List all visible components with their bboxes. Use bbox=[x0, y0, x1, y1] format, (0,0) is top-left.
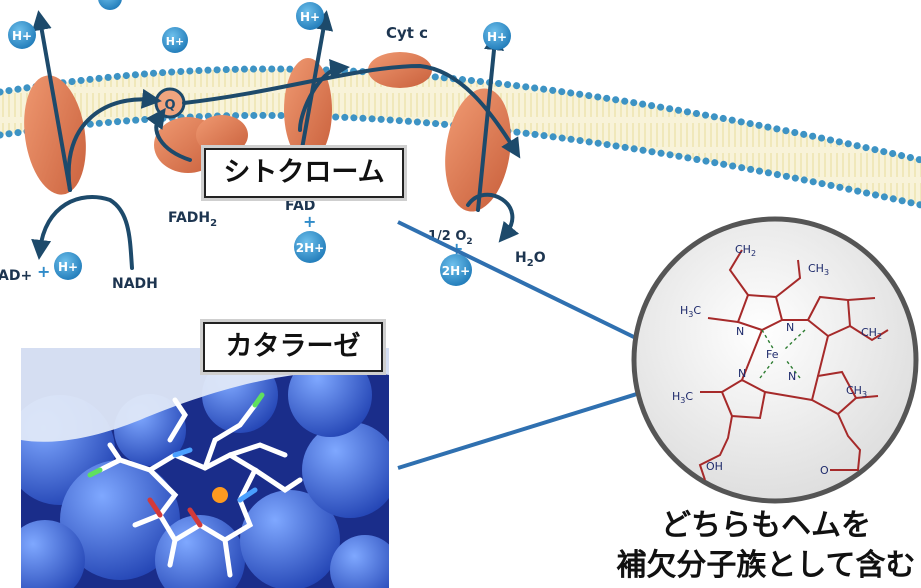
o-label: O bbox=[820, 464, 829, 477]
proton-label: H+ bbox=[487, 30, 507, 44]
catalase-image bbox=[21, 348, 389, 588]
proton-bubble: H+ bbox=[162, 27, 188, 53]
q-node: Q bbox=[154, 87, 186, 119]
ch3-label: CH3 bbox=[808, 262, 829, 277]
q-label: Q bbox=[164, 98, 175, 113]
proton-bubble: H+ bbox=[483, 22, 511, 50]
ch3-label: CH3 bbox=[846, 384, 867, 399]
plus-sign: + bbox=[37, 262, 50, 281]
oh-label: OH bbox=[706, 460, 723, 473]
nad-plus-label: AD+ bbox=[0, 268, 32, 284]
caption-line-1: どちらもヘムを bbox=[661, 508, 871, 543]
nadh-label: NADH bbox=[112, 276, 158, 292]
n-label: N bbox=[736, 325, 744, 338]
connector-cytochrome bbox=[397, 220, 641, 342]
n-label: N bbox=[738, 367, 746, 380]
proton-label: H+ bbox=[166, 35, 184, 48]
proton-bubble: H+ bbox=[54, 252, 82, 280]
h3c-label: H3C bbox=[672, 390, 693, 405]
n-label: N bbox=[788, 370, 796, 383]
membrane-labels: Cyt c FADH2 FAD + AD+ + NADH 1/2 O2 + H2… bbox=[0, 24, 546, 292]
connector-catalase bbox=[397, 391, 641, 470]
proton-label: H+ bbox=[58, 260, 78, 274]
two-h-plus-label: 2H+ bbox=[442, 264, 470, 278]
heme-structure: N N N N Fe CH2 CH3 CH2 H3C H3C CH3 OH O bbox=[631, 216, 919, 504]
proton-bubble: 2H+ bbox=[294, 231, 326, 263]
proton-bubbles: H+ H+ H+ H+ H+ 2H+ 2H+ bbox=[8, 0, 511, 286]
cyt-c-protein bbox=[368, 52, 432, 88]
ch2-right-label: CH2 bbox=[861, 326, 882, 341]
caption: どちらもヘムを 補欠分子族として含む bbox=[596, 506, 921, 586]
catalase-label: カタラーゼ bbox=[203, 322, 383, 372]
cyt-c-label: Cyt c bbox=[386, 24, 428, 42]
caption-line-2: 補欠分子族として含む bbox=[616, 548, 916, 583]
proton-bubble: 2H+ bbox=[440, 254, 472, 286]
proton-label: H+ bbox=[12, 29, 32, 43]
ch2-top-label: CH2 bbox=[735, 243, 756, 258]
fe-label: Fe bbox=[766, 348, 779, 361]
proton-bubble: H+ bbox=[8, 21, 36, 49]
fad-label: FAD bbox=[285, 198, 315, 214]
electron-arrows bbox=[31, 10, 521, 270]
h3c-label: H3C bbox=[680, 304, 701, 319]
two-h-plus-label: 2H+ bbox=[296, 241, 324, 255]
cytochrome-label: シトクローム bbox=[204, 148, 404, 198]
fadh2-label: FADH2 bbox=[168, 210, 217, 229]
proton-bubble bbox=[98, 0, 122, 10]
h2o-label: H2O bbox=[515, 250, 546, 269]
n-label: N bbox=[786, 321, 794, 334]
plus-sign: + bbox=[303, 212, 316, 231]
proton-label: H+ bbox=[300, 10, 320, 24]
connector-lines bbox=[397, 220, 641, 470]
proton-bubble: H+ bbox=[296, 2, 324, 30]
